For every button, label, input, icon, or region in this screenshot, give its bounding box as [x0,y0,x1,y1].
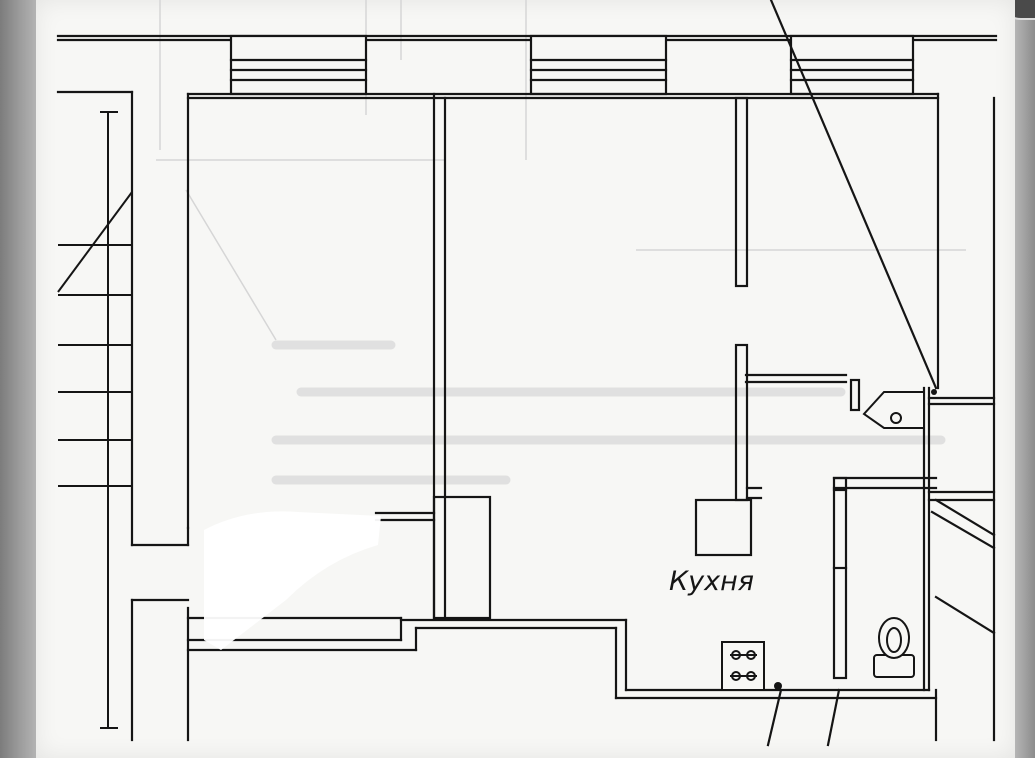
ventilation-shaft-icon [862,391,925,429]
floor-plan-drawing [56,0,998,747]
erasure-patch [204,511,381,650]
staircase-icon [57,191,133,487]
floor-plan-sheet: Кухня [36,0,1015,758]
faint-background-sketch [156,0,966,341]
viewer-frame-left [0,0,36,758]
bleed-through-text [271,340,946,485]
toilet-icon [873,617,915,678]
viewer-frame-right [1015,0,1035,758]
pipe-marker [774,682,782,690]
dimension-line [100,111,118,729]
plan-walls [56,0,998,747]
stove-icon [721,641,765,691]
room-label-kitchen: Кухня [669,566,755,597]
corner-marker [931,389,937,395]
